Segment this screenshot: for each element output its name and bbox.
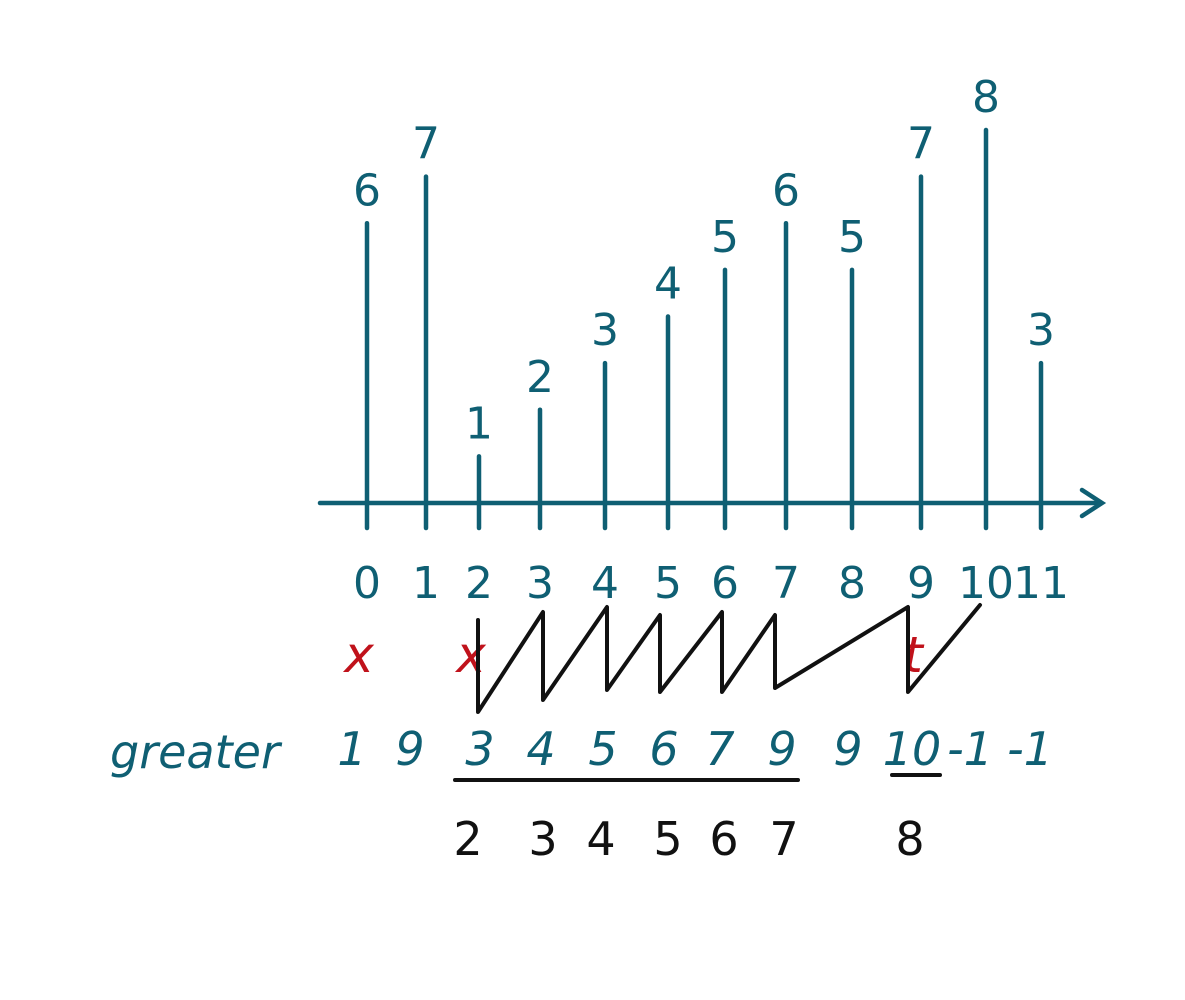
index-label-0: 0	[353, 558, 381, 609]
index-label-4: 4	[591, 558, 619, 609]
greater-value-0: 1	[337, 722, 366, 776]
greater-label: greater	[110, 725, 283, 779]
bar-value-label-8: 5	[838, 212, 866, 263]
index-label-9: 9	[907, 558, 935, 609]
x-axis-arrow-icon	[1079, 487, 1107, 519]
greater-value-8: 9	[833, 722, 862, 776]
cross-mark-2: x	[454, 626, 486, 684]
bar-value-label-0: 6	[353, 165, 381, 216]
bar-value-label-7: 6	[772, 165, 800, 216]
bar-value-label-4: 3	[591, 305, 619, 356]
bar-value-label-6: 5	[711, 212, 739, 263]
greater-value-9: 10	[883, 722, 942, 776]
index-label-3: 3	[526, 558, 554, 609]
bottom-value-6: 8	[895, 812, 924, 866]
index-label-8: 8	[838, 558, 866, 609]
bottom-value-3: 5	[653, 812, 682, 866]
bottom-value-2: 4	[586, 812, 615, 866]
bar-value-label-9: 7	[907, 119, 935, 170]
cross-mark-0: x	[342, 626, 374, 684]
greater-value-1: 9	[395, 722, 424, 776]
bar-value-label-1: 7	[412, 119, 440, 170]
greater-value-5: 6	[649, 722, 678, 776]
bar-stems	[364, 127, 1044, 531]
index-label-7: 7	[772, 558, 800, 609]
greater-value-10: -1	[947, 722, 993, 776]
greater-value-2: 3	[465, 722, 494, 776]
bar-value-label-10: 8	[972, 72, 1000, 123]
index-label-11: 11	[1013, 558, 1069, 609]
bar-value-label-2: 1	[465, 398, 493, 449]
greater-value-11: -1	[1007, 722, 1053, 776]
bar-value-label-11: 3	[1027, 305, 1055, 356]
index-label-5: 5	[654, 558, 682, 609]
stack-zigzag-path	[476, 603, 982, 714]
greater-value-3: 4	[526, 722, 555, 776]
bar-value-label-3: 2	[526, 352, 554, 403]
bottom-value-4: 6	[709, 812, 738, 866]
index-label-2: 2	[465, 558, 493, 609]
greater-value-7: 9	[767, 722, 796, 776]
index-label-6: 6	[711, 558, 739, 609]
bottom-value-0: 2	[453, 812, 482, 866]
x-axis	[317, 487, 1107, 519]
index-label-1: 1	[412, 558, 440, 609]
greater-value-4: 5	[588, 722, 617, 776]
bottom-value-1: 3	[528, 812, 557, 866]
index-label-10: 10	[958, 558, 1014, 609]
bottom-value-5: 7	[769, 812, 798, 866]
bar-value-label-5: 4	[654, 259, 682, 310]
greater-value-6: 7	[705, 722, 734, 776]
